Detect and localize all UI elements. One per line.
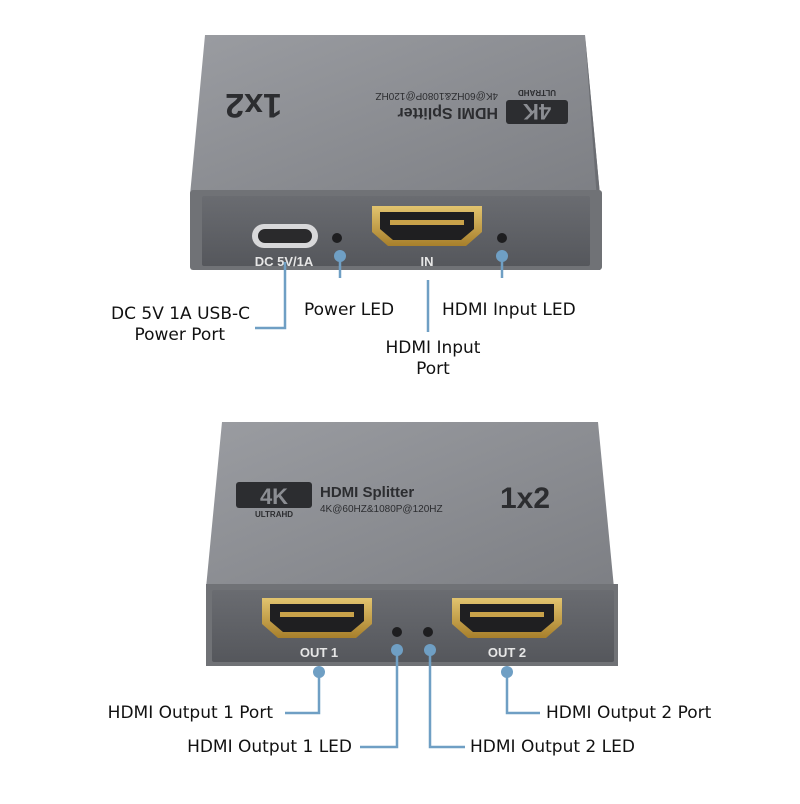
callout-line-output1-led [360, 650, 399, 749]
hdmi-output2-led [423, 627, 433, 637]
hdmi-input-pins [390, 220, 464, 225]
hdmi-input-port-inner [380, 212, 474, 240]
model-text: 1x2 [500, 482, 550, 515]
hdmi-output1-port-inner [270, 604, 364, 632]
callout-line-output2-led [428, 650, 465, 749]
label-hdmi-input-port-line1: HDMI Input [385, 338, 481, 358]
splitter-front-view: 4K ULTRAHD HDMI Splitter 4K@60HZ&1080P@1… [206, 422, 618, 666]
label-power-led: Power LED [304, 300, 395, 320]
label-hdmi-output1-led: HDMI Output 1 LED [187, 737, 352, 757]
callout-line-output2-port [505, 672, 540, 715]
callout-dot-output1-port [313, 666, 325, 678]
power-led [332, 233, 342, 243]
label-hdmi-input-led: HDMI Input LED [442, 300, 576, 320]
callout-dot-output2-led [424, 644, 436, 656]
logo-print-inverted: 4K ULTRAHD HDMI Splitter 4K@60HZ&1080P@1… [225, 86, 568, 124]
label-hdmi-output2-led: HDMI Output 2 LED [470, 737, 635, 757]
hdmi-output1-led [392, 627, 402, 637]
brand-badge [506, 100, 568, 124]
callout-dots-top [334, 250, 508, 262]
callout-dot-output1-led [391, 644, 403, 656]
usb-c-port-inner [258, 229, 312, 243]
callout-dots-bottom [313, 644, 513, 678]
product-text: HDMI Splitter [398, 104, 498, 121]
label-hdmi-input-port: HDMI Input Port [368, 338, 498, 380]
port-label-dc: DC 5V/1A [255, 254, 314, 269]
model-text: 1x2 [225, 86, 282, 124]
port-label-out1: OUT 1 [300, 645, 338, 660]
logo-print: 4K ULTRAHD HDMI Splitter 4K@60HZ&1080P@1… [236, 482, 550, 519]
hdmi-input-led [497, 233, 507, 243]
label-usb-power-line2: Power Port [134, 325, 225, 345]
port-label-in: IN [421, 254, 434, 269]
brand-sub-text: ULTRAHD [255, 510, 293, 519]
callout-lines-bottom [285, 650, 540, 749]
spec-text: 4K@60HZ&1080P@120HZ [375, 90, 498, 101]
brand-badge [236, 482, 312, 508]
label-hdmi-input-port-line2: Port [416, 359, 450, 379]
label-usb-power: DC 5V 1A USB-C Power Port [111, 304, 250, 346]
callout-dot-power-led [334, 250, 346, 262]
callout-line-usb-power [255, 262, 287, 330]
casing-top-surface [190, 35, 600, 195]
brand-sub-text: ULTRAHD [518, 88, 556, 97]
hdmi-output1-pins [280, 612, 354, 617]
brand-badge-text: 4K [260, 484, 288, 509]
label-usb-power-line1: DC 5V 1A USB-C [111, 304, 250, 324]
label-hdmi-output1-port: HDMI Output 1 Port [107, 703, 273, 723]
brand-badge-text: 4K [523, 99, 551, 124]
spec-text: 4K@60HZ&1080P@120HZ [320, 504, 443, 515]
port-label-out2: OUT 2 [488, 645, 526, 660]
callout-line-output1-port [285, 672, 321, 715]
hdmi-output2-port-inner [460, 604, 554, 632]
product-text: HDMI Splitter [320, 484, 414, 501]
casing-top-surface [206, 422, 614, 588]
label-hdmi-output2-port: HDMI Output 2 Port [546, 703, 712, 723]
callout-dot-output2-port [501, 666, 513, 678]
hdmi-output2-pins [470, 612, 544, 617]
splitter-rear-view: 4K ULTRAHD HDMI Splitter 4K@60HZ&1080P@1… [190, 35, 602, 270]
callout-dot-hdmi-input-led [496, 250, 508, 262]
